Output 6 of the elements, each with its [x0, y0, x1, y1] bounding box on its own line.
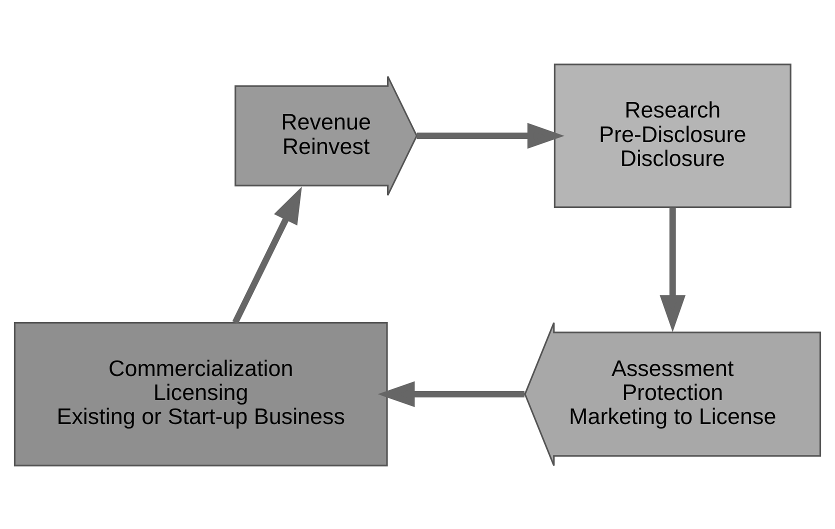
arrow: [232, 186, 302, 324]
node-box: Commercialization Licensing Existing or Start-up Business: [14, 321, 388, 466]
arrow: [416, 122, 564, 148]
arrow: [660, 207, 686, 332]
arrow: [378, 380, 524, 407]
node-box: Research Pre-Disclosure Disclosure: [554, 63, 792, 208]
